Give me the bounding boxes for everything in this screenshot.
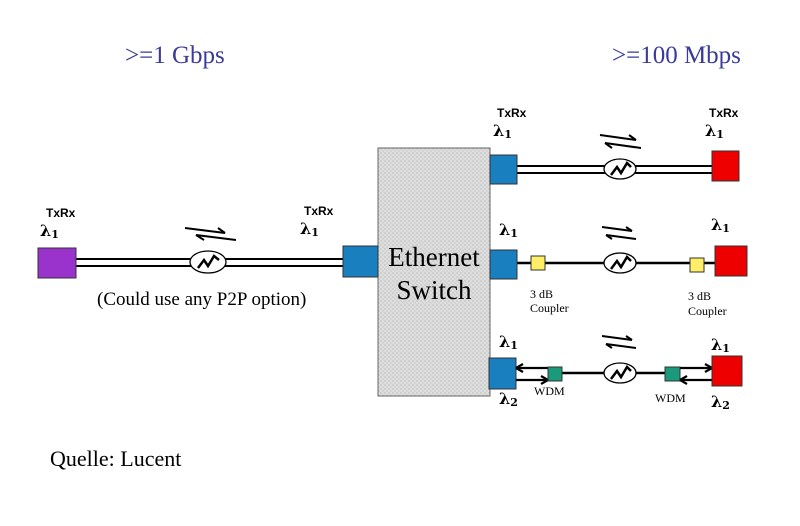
txrx-label-switch-top: TxRx <box>497 106 527 120</box>
splice-icon-middle <box>603 252 637 274</box>
wdm-label-right: WDM <box>655 391 686 405</box>
lambda1-label-endpoint-bottom: λ1 <box>711 335 730 355</box>
splice-icon-left <box>189 250 227 274</box>
ethernet-switch-box <box>377 147 491 397</box>
wdm-arrows-right <box>679 363 713 385</box>
txrx-label-left-endpoint: TxRx <box>46 206 76 220</box>
bidirectional-arrow-icon-top <box>599 134 642 149</box>
coupler-label-left-line1: 3 dB <box>530 287 554 301</box>
wdm-right <box>664 366 681 382</box>
switch-port-bottom <box>488 357 517 390</box>
wdm-left <box>547 366 563 382</box>
wdm-label-left: WDM <box>534 384 565 398</box>
wdm-arrows-left <box>515 363 549 385</box>
purple-endpoint <box>37 247 77 279</box>
red-endpoint-bottom <box>711 355 743 387</box>
coupler-right <box>689 257 705 273</box>
txrx-label-switch-left: TxRx <box>304 204 334 218</box>
coupler-label-right-line2: Coupler <box>688 304 727 318</box>
lambda1-label-switch-top: λ1 <box>493 121 512 141</box>
lambda1-label-switch-middle: λ1 <box>499 220 518 240</box>
txrx-label-endpoint-top: TxRx <box>709 106 739 120</box>
switch-label-line1: Ethernet <box>388 242 480 272</box>
bidirectional-arrow-icon-left <box>184 227 237 241</box>
p2p-caption: (Could use any P2P option) <box>97 289 307 310</box>
lambda2-label-switch-bottom: λ2 <box>499 389 518 409</box>
lambda1-label-endpoint-top: λ1 <box>705 121 724 141</box>
red-endpoint-middle <box>714 245 748 277</box>
lambda1-label-left-endpoint: λ1 <box>40 221 59 241</box>
lambda2-label-endpoint-bottom: λ2 <box>711 392 730 412</box>
splice-icon-top <box>603 158 637 180</box>
switch-label-line2: Switch <box>396 275 472 305</box>
left-speed-label: >=1 Gbps <box>125 42 225 69</box>
bidirectional-arrow-icon-bottom <box>601 335 637 349</box>
splice-icon-bottom <box>603 362 637 384</box>
lambda1-label-switch-bottom: λ1 <box>499 332 518 352</box>
lambda1-label-switch-left: λ1 <box>300 219 319 239</box>
source-credit: Quelle: Lucent <box>50 446 182 471</box>
coupler-label-right-line1: 3 dB <box>688 289 712 303</box>
right-speed-label: >=100 Mbps <box>612 42 741 69</box>
red-endpoint-top <box>711 150 740 182</box>
bidirectional-arrow-icon-middle <box>601 226 637 240</box>
coupler-label-left-line2: Coupler <box>530 301 569 315</box>
coupler-left <box>530 255 546 271</box>
switch-port-middle <box>489 249 518 280</box>
lambda1-label-endpoint-middle: λ1 <box>711 215 730 235</box>
switch-port-left <box>342 245 379 278</box>
switch-port-top <box>489 154 518 185</box>
